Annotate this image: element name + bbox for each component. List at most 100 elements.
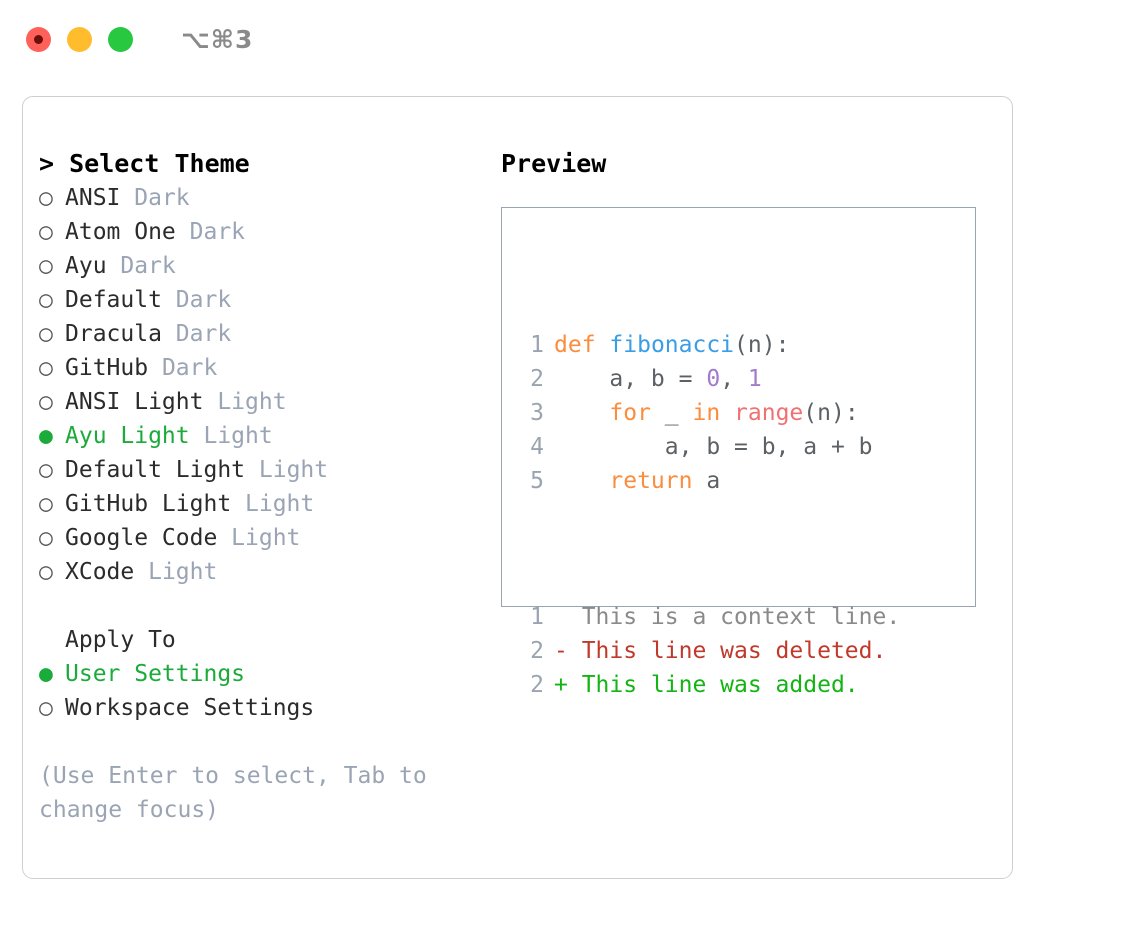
minimize-button[interactable] <box>67 26 92 52</box>
line-number: 2 <box>530 638 544 664</box>
radio-unselected-icon: ○ <box>39 287 53 313</box>
code-token: a <box>692 468 721 494</box>
radio-selected-icon: ● <box>39 423 53 449</box>
theme-name: Default Light <box>65 457 259 483</box>
traffic-lights <box>26 26 133 52</box>
theme-kind-badge: Dark <box>189 219 246 245</box>
line-number: 4 <box>530 434 544 460</box>
theme-option-11[interactable]: ○ XCode Light <box>39 555 469 589</box>
theme-option-5[interactable]: ○GitHub Dark <box>39 351 469 385</box>
code-line: 4 a, b = b, a + b <box>516 430 900 464</box>
code-token: , <box>720 366 748 392</box>
keyboard-hint: (Use Enter to select, Tab to change focu… <box>39 763 427 823</box>
apply-to-label: User Settings <box>65 661 246 687</box>
theme-kind-badge: Dark <box>134 185 190 211</box>
line-number: 1 <box>530 604 544 630</box>
code-token: a, b = b, a + b <box>554 434 873 460</box>
theme-name: Ayu <box>65 253 121 279</box>
code-token: _ <box>650 400 693 426</box>
zoom-button[interactable] <box>108 26 133 52</box>
diff-line-del: 2 - This line was deleted. <box>516 634 900 668</box>
radio-unselected-icon: ○ <box>39 185 53 211</box>
theme-option-8[interactable]: ○ Default Light Light <box>39 453 469 487</box>
code-token: return <box>609 468 693 494</box>
apply-to-list[interactable]: ● User Settings ○ Workspace Settings <box>39 657 469 725</box>
line-number: 2 <box>530 366 544 392</box>
code-token <box>554 468 609 494</box>
theme-kind-badge: Light <box>203 423 273 449</box>
theme-option-3[interactable]: ○ Default Dark <box>39 283 469 317</box>
theme-list[interactable]: ○ ANSI Dark ○ Atom One Dark ○ Ayu Dark ○ Defaul… <box>39 181 469 589</box>
theme-kind-badge: Light <box>231 525 301 551</box>
apply-to-heading: Apply To <box>65 627 176 653</box>
theme-option-9[interactable]: ○GitHub Light Light <box>39 487 469 521</box>
theme-name: ANSI <box>65 185 135 211</box>
code-token: (n): <box>803 400 859 426</box>
apply-to-option-0[interactable]: ● User Settings <box>39 657 469 691</box>
code-token: a, b = <box>554 366 707 392</box>
line-number: 1 <box>530 332 544 358</box>
theme-kind-badge: Dark <box>175 287 232 313</box>
theme-name: Google Code <box>65 525 232 551</box>
code-token: def <box>554 332 596 358</box>
radio-unselected-icon: ○ <box>39 389 53 415</box>
radio-unselected-icon: ○ <box>39 695 53 721</box>
theme-selection-column: > Select Theme ○ANSI Dark○Atom One Dark○… <box>39 147 469 827</box>
theme-kind-badge: Light <box>245 491 315 517</box>
line-number: 3 <box>530 400 544 426</box>
theme-option-7[interactable]: ● Ayu Light Light <box>39 419 469 453</box>
radio-unselected-icon: ○ <box>39 219 53 245</box>
theme-name: ANSI Light <box>65 389 218 415</box>
code-line: 1 def fibonacci(n): <box>516 328 900 362</box>
theme-option-1[interactable]: ○ Atom One Dark <box>39 215 469 249</box>
theme-kind-badge: Light <box>217 389 287 415</box>
diff-text: + This line was added. <box>554 672 859 698</box>
code-line: 5 return a <box>516 464 900 498</box>
radio-unselected-icon: ○ <box>39 525 53 551</box>
code-token <box>720 400 734 426</box>
line-number: 2 <box>530 672 544 698</box>
theme-name: Default <box>65 287 176 313</box>
select-theme-heading: > Select Theme <box>39 149 250 178</box>
apply-to-option-1[interactable]: ○ Workspace Settings <box>39 691 469 725</box>
theme-kind-badge: Dark <box>161 355 218 381</box>
theme-name: Atom One <box>65 219 190 245</box>
radio-unselected-icon: ○ <box>39 321 53 347</box>
preview-heading: Preview <box>501 149 607 178</box>
radio-unselected-icon: ○ <box>39 253 53 279</box>
theme-option-6[interactable]: ○ ANSI Light Light <box>39 385 469 419</box>
radio-unselected-icon: ○ <box>39 559 53 585</box>
diff-text: - This line was deleted. <box>554 638 887 664</box>
radio-unselected-icon: ○ <box>39 491 53 517</box>
theme-name: Dracula <box>65 321 176 347</box>
theme-option-10[interactable]: ○ Google Code Light <box>39 521 469 555</box>
apply-to-label: Workspace Settings <box>65 695 315 721</box>
radio-unselected-icon: ○ <box>39 457 53 483</box>
theme-name: Ayu Light <box>65 423 204 449</box>
theme-kind-badge: Light <box>258 457 329 483</box>
theme-picker-card: > Select Theme ○ANSI Dark○Atom One Dark○… <box>22 96 1013 879</box>
code-token: for <box>609 400 651 426</box>
diff-text: This is a context line. <box>554 604 901 630</box>
title-bar: ⌥⌘3 <box>0 0 1140 78</box>
theme-option-2[interactable]: ○Ayu Dark <box>39 249 469 283</box>
code-token: 0 <box>706 366 721 392</box>
theme-name: XCode <box>65 559 149 585</box>
diff-line-ctx: 1 This is a context line. <box>516 600 900 634</box>
code-token: (n): <box>734 332 790 358</box>
code-token: range <box>734 400 804 426</box>
line-number: 5 <box>530 468 544 494</box>
close-button[interactable] <box>26 26 51 52</box>
theme-kind-badge: Light <box>148 559 218 585</box>
theme-option-4[interactable]: ○ Dracula Dark <box>39 317 469 351</box>
theme-kind-badge: Dark <box>175 321 232 347</box>
theme-option-0[interactable]: ○ ANSI Dark <box>39 181 469 215</box>
theme-name: GitHub <box>65 355 162 381</box>
radio-selected-icon: ● <box>39 661 53 687</box>
diff-lines: 1 This is a context line. 2 - This line wa… <box>516 600 900 702</box>
code-token: fibonacci <box>609 332 735 358</box>
